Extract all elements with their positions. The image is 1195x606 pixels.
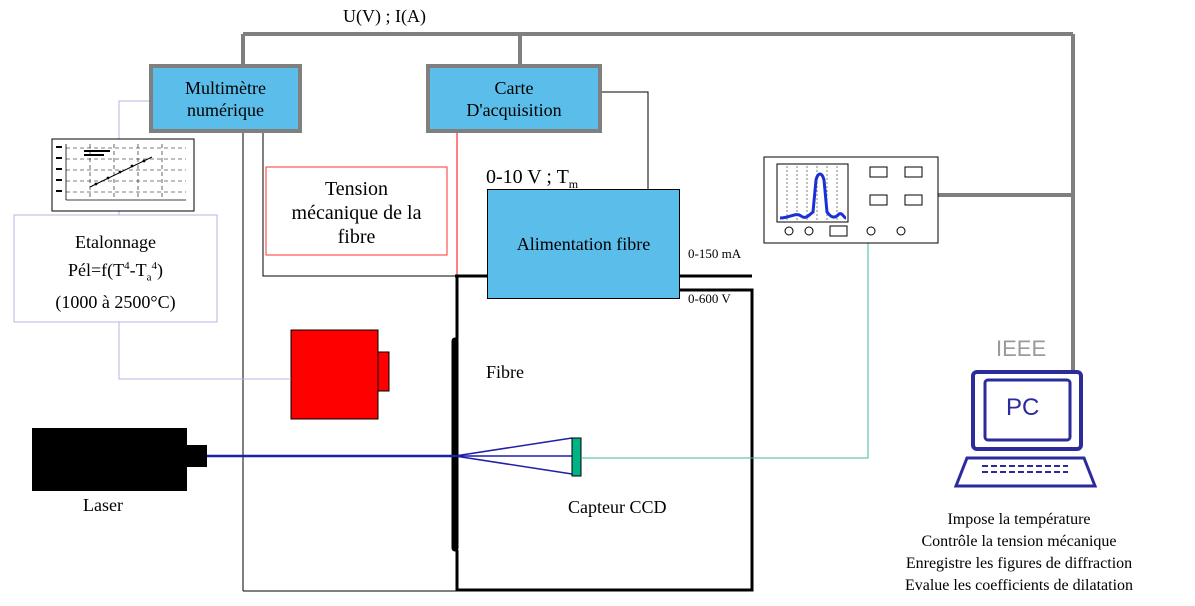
laser-device bbox=[32, 428, 207, 491]
acquisition-line1: Carte bbox=[494, 77, 534, 98]
oscilloscope bbox=[763, 156, 939, 244]
pc-role-2: Contrôle la tension mécanique bbox=[921, 533, 1117, 550]
fibre-label: Fibre bbox=[486, 362, 524, 382]
bus-label: U(V) ; I(A) bbox=[343, 6, 426, 26]
tension-line3: fibre bbox=[337, 226, 376, 248]
multimeter-line1: Multimètre bbox=[185, 77, 266, 98]
laser-label: Laser bbox=[83, 495, 123, 515]
current-range-label: 0-150 mA bbox=[688, 246, 742, 261]
ccd-sensor bbox=[571, 437, 582, 477]
formula-part-f: ) bbox=[157, 260, 164, 280]
acquisition-line2: D'acquisition bbox=[466, 99, 562, 120]
multimeter-line2: numérique bbox=[187, 99, 264, 120]
pc-role-4: Evalue les coefficients de dilatation bbox=[904, 577, 1134, 594]
pc-computer bbox=[953, 370, 1098, 488]
pc-role-1: Impose la température bbox=[947, 511, 1091, 528]
tension-line1: Tension bbox=[324, 178, 389, 200]
calibration-graph bbox=[51, 138, 195, 212]
wiring-thin bbox=[242, 91, 649, 592]
tension-box bbox=[265, 166, 448, 256]
pc-role-3: Enregistre les figures de diffraction bbox=[905, 555, 1133, 572]
voltage-temperature-label: 0-10 V ; Tm bbox=[486, 166, 578, 192]
laser-beam bbox=[206, 437, 573, 475]
pc-label: PC bbox=[1006, 394, 1040, 421]
ieee-bus bbox=[241, 32, 1075, 372]
calibration-box bbox=[13, 214, 218, 323]
pyrometer bbox=[290, 329, 390, 420]
formula-sub-a: a bbox=[146, 271, 152, 284]
voltage-label-text: 0-10 V ; T bbox=[486, 166, 569, 188]
acquisition-box: Carte D'acquisition bbox=[426, 64, 602, 133]
ccd-label: Capteur CCD bbox=[568, 497, 667, 517]
etalonnage-text: Etalonnage Pél=f(T4-Ta4) (1000 à 2500°C) bbox=[14, 230, 217, 314]
ieee-label: IEEE bbox=[996, 336, 1047, 361]
etalonnage-line1: Etalonnage bbox=[75, 232, 156, 252]
formula-part-a: Pél=f(T bbox=[67, 260, 125, 280]
ccd-signal-wire bbox=[581, 236, 869, 459]
pc-roles: Impose la température Contrôle la tensio… bbox=[850, 509, 1188, 597]
etalonnage-formula: Pél=f(T4-Ta4) bbox=[14, 254, 217, 290]
voltage-label-sub: m bbox=[568, 177, 579, 191]
voltage-range-label: 0-600 V bbox=[688, 291, 731, 306]
alimentation-label: Alimentation fibre bbox=[516, 233, 651, 254]
formula-part-c: -T bbox=[129, 260, 147, 280]
alimentation-box: Alimentation fibre bbox=[487, 189, 680, 299]
formula-exp-2: 4 bbox=[151, 260, 158, 272]
multimeter-box: Multimètre numérique bbox=[149, 64, 302, 133]
tension-text: Tension mécanique de la fibre bbox=[266, 177, 447, 249]
tension-line2: mécanique de la bbox=[291, 202, 422, 224]
etalonnage-range: (1000 à 2500°C) bbox=[55, 291, 176, 312]
power-wires bbox=[455, 274, 754, 592]
formula-exp-1: 4 bbox=[124, 260, 130, 272]
